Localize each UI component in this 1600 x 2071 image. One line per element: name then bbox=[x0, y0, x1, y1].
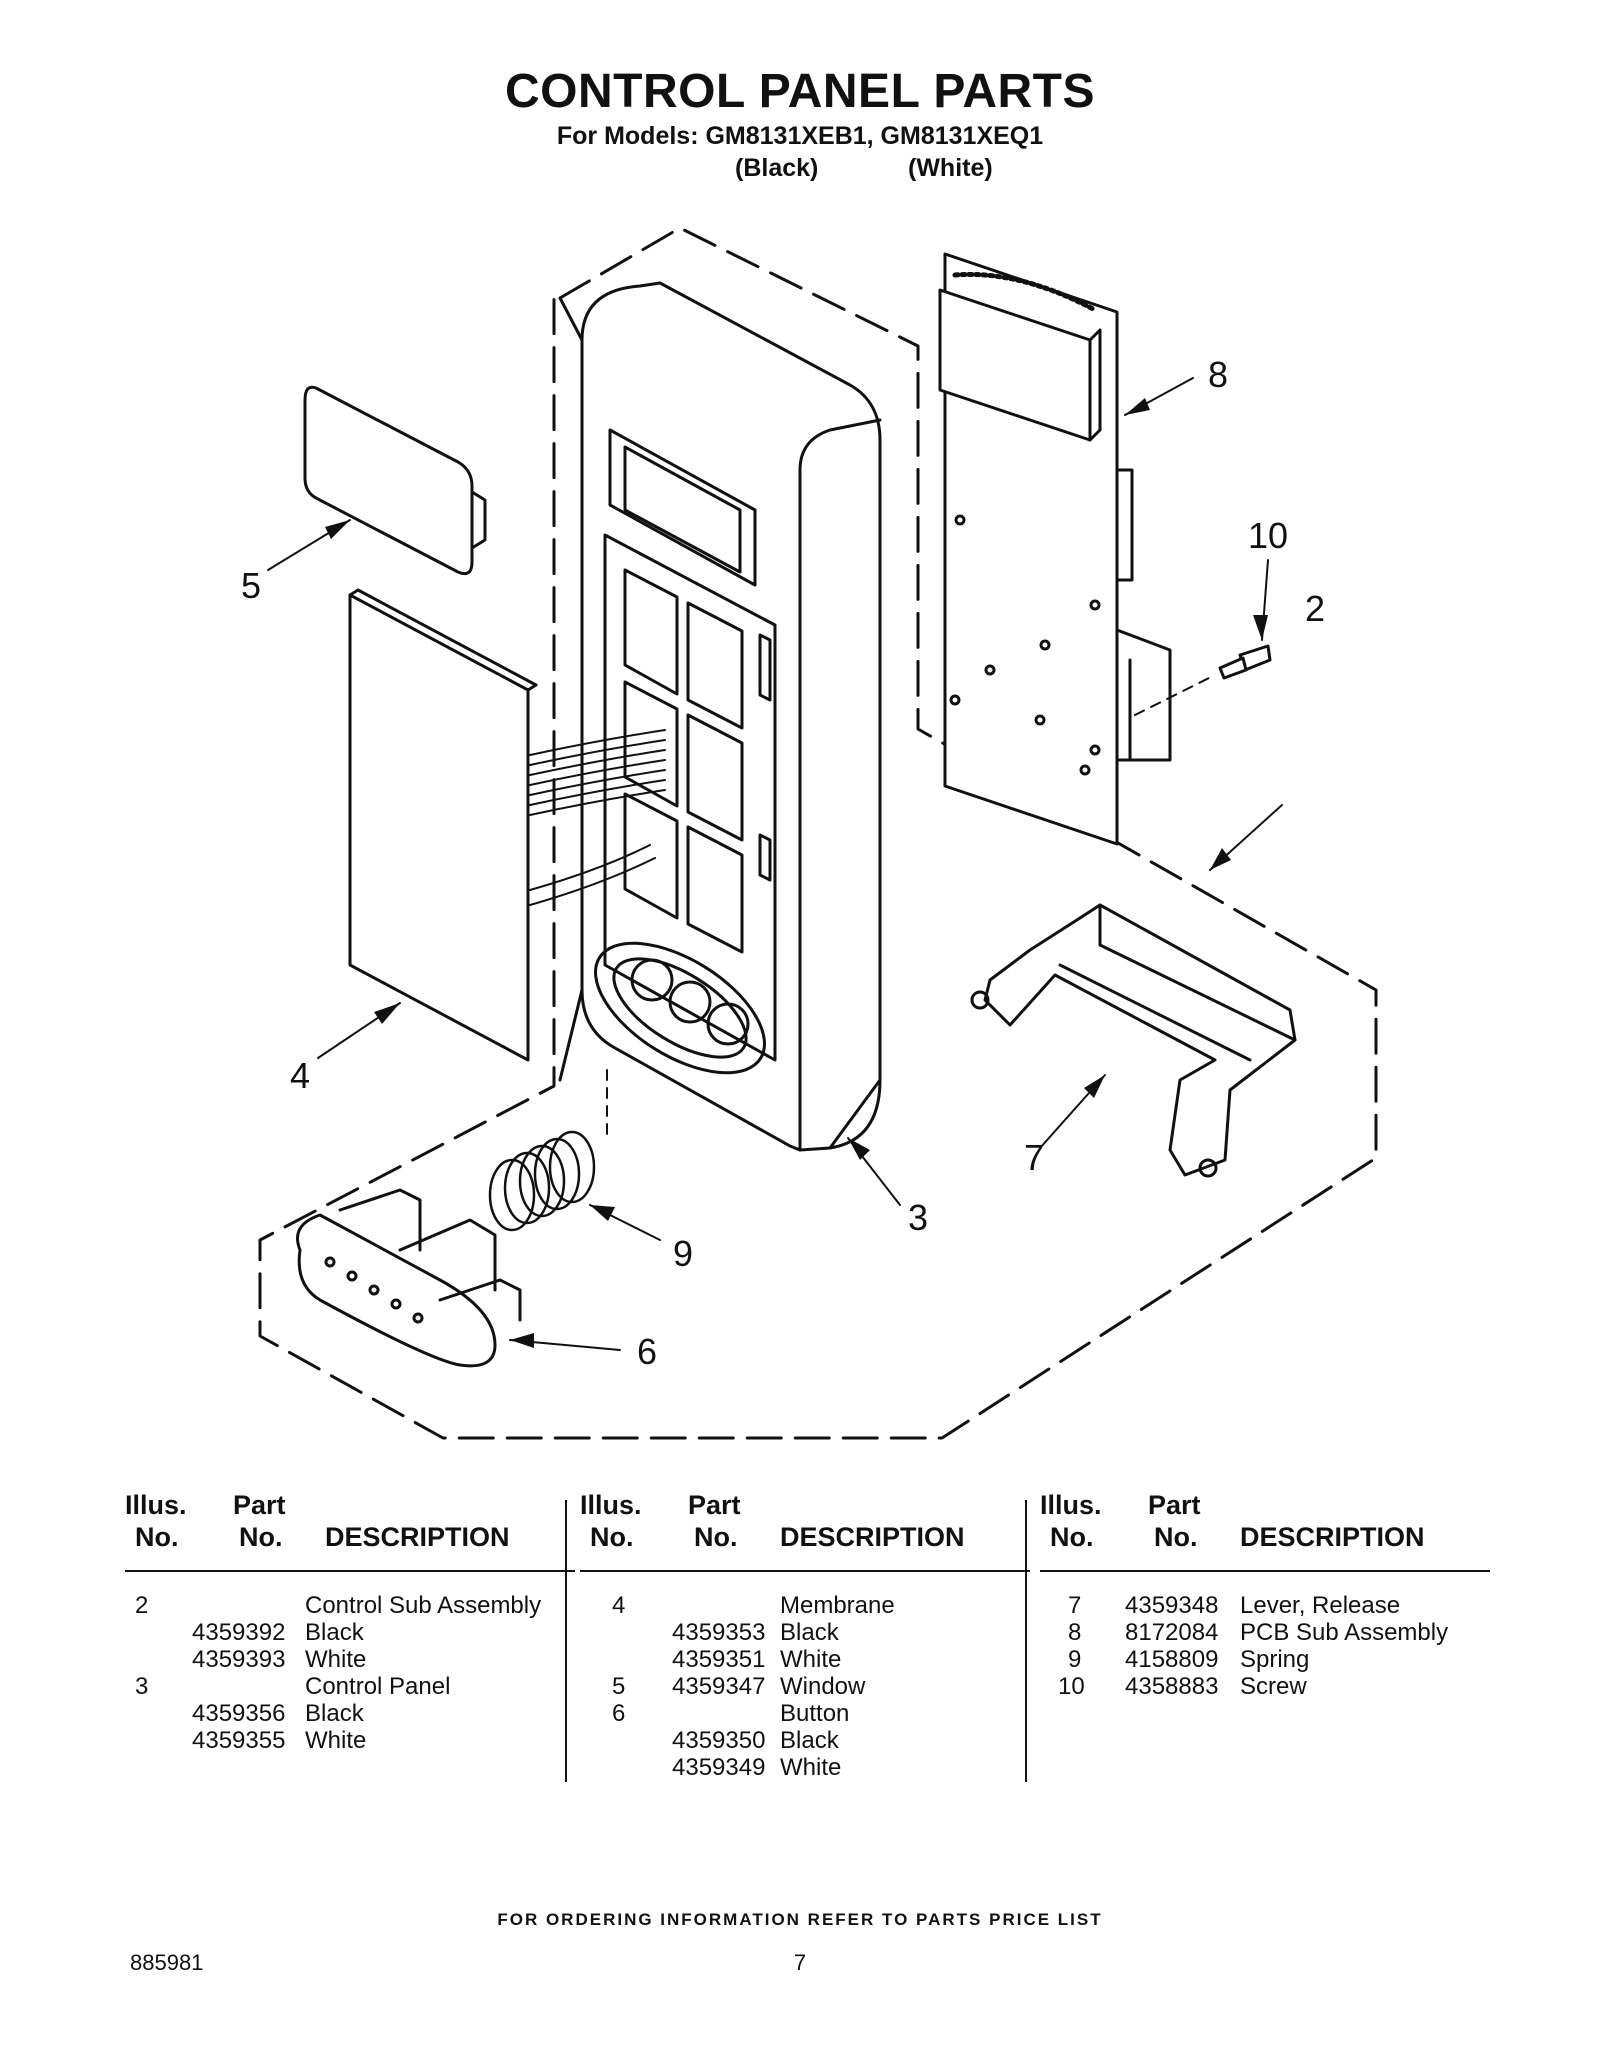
assembly-boundary bbox=[258, 226, 1378, 1440]
pcb-part bbox=[938, 252, 1172, 846]
callout-3: 3 bbox=[908, 1197, 928, 1238]
control-panel-housing bbox=[558, 281, 882, 1152]
illus-header-no: No. bbox=[1050, 1522, 1094, 1552]
illus-header: Illus. bbox=[580, 1490, 642, 1520]
callout-2: 2 bbox=[1305, 588, 1325, 629]
part-header-no: No. bbox=[239, 1522, 283, 1552]
page-number: 7 bbox=[793, 1950, 807, 1975]
button-part bbox=[296, 1188, 522, 1368]
description-header: DESCRIPTION bbox=[780, 1522, 965, 1552]
callout-10: 10 bbox=[1248, 515, 1288, 556]
description-header: DESCRIPTION bbox=[325, 1522, 510, 1552]
part-header: Part bbox=[688, 1490, 741, 1520]
column-header: Illus. No. Part No. DESCRIPTION bbox=[1040, 1490, 1490, 1572]
column-header: Illus. No. Part No. DESCRIPTION bbox=[580, 1490, 1030, 1572]
column-divider bbox=[565, 1500, 567, 1782]
part-header: Part bbox=[1148, 1490, 1201, 1520]
ribbon-cable bbox=[529, 729, 666, 906]
part-header-no: No. bbox=[694, 1522, 738, 1552]
callout-8: 8 bbox=[1208, 354, 1228, 395]
document-number: 885981 bbox=[130, 1950, 204, 1975]
variant-white-label: (White) bbox=[908, 154, 993, 182]
illus-header: Illus. bbox=[125, 1490, 187, 1520]
part-header: Part bbox=[233, 1490, 286, 1520]
column-divider bbox=[1025, 1500, 1027, 1782]
variant-black-label: (Black) bbox=[735, 154, 819, 182]
screw-part bbox=[1134, 644, 1272, 716]
release-lever-part bbox=[970, 903, 1297, 1178]
callout-6: 6 bbox=[637, 1331, 657, 1372]
callout-4: 4 bbox=[290, 1055, 310, 1096]
membrane-part bbox=[348, 588, 538, 1062]
ordering-note: FOR ORDERING INFORMATION REFER TO PARTS … bbox=[497, 1910, 1103, 1929]
models-subtitle: For Models: GM8131XEB1, GM8131XEQ1 bbox=[556, 122, 1044, 150]
illus-header: Illus. bbox=[1040, 1490, 1102, 1520]
illus-header-no: No. bbox=[135, 1522, 179, 1552]
illus-header-no: No. bbox=[590, 1522, 634, 1552]
callout-7: 7 bbox=[1024, 1137, 1044, 1178]
page-title: CONTROL PANEL PARTS bbox=[505, 65, 1095, 118]
spring-part bbox=[488, 1069, 608, 1232]
callout-9: 9 bbox=[673, 1233, 693, 1274]
callout-5: 5 bbox=[241, 565, 261, 606]
description-header: DESCRIPTION bbox=[1240, 1522, 1425, 1552]
column-header: Illus. No. Part No. DESCRIPTION bbox=[125, 1490, 575, 1572]
window-part bbox=[303, 385, 487, 576]
arrow-heads bbox=[325, 398, 1268, 1348]
part-header-no: No. bbox=[1154, 1522, 1198, 1552]
exploded-parts-diagram: 2 3 4 5 6 7 8 9 10 bbox=[241, 226, 1378, 1440]
